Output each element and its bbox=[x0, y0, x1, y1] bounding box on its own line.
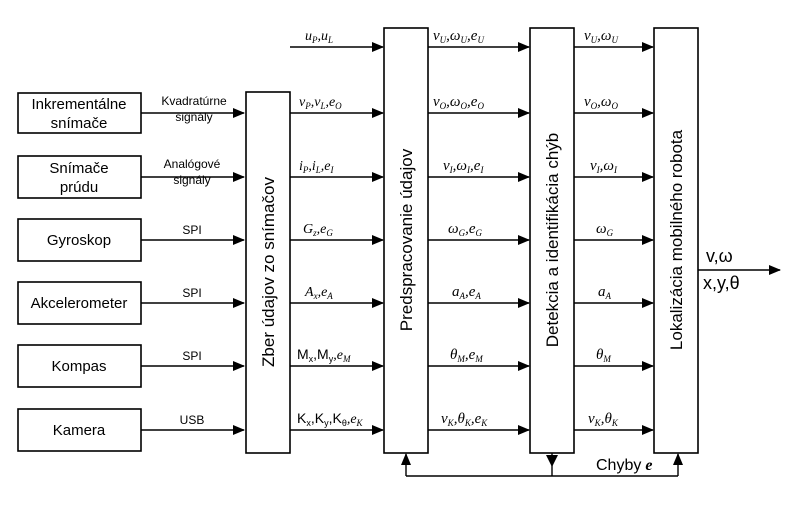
signal-wG-eG: ωG,eG bbox=[448, 221, 483, 238]
signal-thetaM: θM bbox=[596, 347, 611, 364]
signal-label-usb: USB bbox=[180, 413, 205, 427]
signal-vU-wU: vU,ωU bbox=[584, 28, 619, 45]
signal-Kx-Ky-Ktheta-eK: Kx,Ky,Kθ,eK bbox=[297, 410, 364, 428]
sensor-gyroscope-label: Gyroskop bbox=[47, 232, 111, 249]
output-position-label: x,y,θ bbox=[703, 273, 740, 293]
sensor-current-label2: prúdu bbox=[60, 179, 98, 196]
signal-label-spi-compass: SPI bbox=[182, 349, 201, 363]
sensor-accelerometer: Akcelerometer bbox=[17, 281, 142, 325]
output-velocity-label: v,ω bbox=[706, 246, 733, 266]
signal-Ax-eA: Ax,eA bbox=[304, 285, 333, 301]
collect-to-pre-arrows bbox=[290, 108, 384, 435]
signal-vI-wI-eI: vI,ωI,eI bbox=[443, 158, 484, 175]
signal-vP-vL-eO: vP,vL,eO bbox=[299, 95, 342, 111]
sensor-gyroscope: Gyroskop bbox=[17, 218, 142, 262]
signal-label-spi-acc: SPI bbox=[182, 286, 201, 300]
block-preprocessing-label: Predspracovanie údajov bbox=[397, 148, 416, 331]
detect-to-loc-arrows bbox=[574, 42, 654, 435]
signal-wG: ωG bbox=[596, 221, 614, 238]
direct-input-label: uP,uL bbox=[305, 29, 333, 45]
sensor-compass: Kompas bbox=[17, 344, 142, 388]
signal-thetaM-eM: θM,eM bbox=[450, 347, 483, 364]
sensor-arrows bbox=[141, 108, 245, 435]
block-data-collection-label: Zber údajov zo snímačov bbox=[259, 177, 278, 367]
sensor-incremental-label2: snímače bbox=[51, 115, 108, 132]
signal-Gz-eG: Gz,eG bbox=[303, 222, 333, 238]
signal-aA-eA: aA,eA bbox=[452, 284, 481, 301]
detect-output-labels: vU,ωU vO,ωO vI,ωI ωG aA θM vK,θK bbox=[584, 28, 619, 428]
feedback-down-arrowhead bbox=[546, 455, 558, 467]
signal-vI-wI: vI,ωI bbox=[590, 158, 618, 175]
block-fault-detection: Detekcia a identifikácia chýb bbox=[529, 27, 575, 454]
sensor-compass-label: Kompas bbox=[51, 358, 106, 375]
sensor-camera-label: Kamera bbox=[53, 422, 106, 439]
collect-output-labels: vP,vL,eO iP,iL,eI Gz,eG Ax,eA Mx,My,eM K… bbox=[297, 95, 364, 428]
block-data-collection: Zber údajov zo snímačov bbox=[245, 91, 291, 454]
block-preprocessing: Predspracovanie údajov bbox=[383, 27, 429, 454]
signal-vU-wU-eU: vU,ωU,eU bbox=[433, 28, 484, 45]
direct-input-signal: uP,uL bbox=[290, 29, 384, 52]
signal-vO-wO-eO: vO,ωO,eO bbox=[433, 94, 484, 111]
sensor-incremental-label1: Inkrementálne bbox=[31, 96, 126, 113]
pre-to-detect-arrows bbox=[428, 42, 530, 435]
block-localization: Lokalizácia mobilného robota bbox=[653, 27, 699, 454]
sensor-current-label1: Snímače bbox=[49, 160, 108, 177]
output-signal: v,ω x,y,θ bbox=[698, 246, 781, 293]
signal-label-quadrature-1: Kvadratúrne bbox=[161, 94, 227, 108]
sensor-current: Snímače prúdu bbox=[17, 155, 142, 199]
sensor-accelerometer-label: Akcelerometer bbox=[31, 295, 128, 312]
signal-label-quadrature-2: signály bbox=[175, 110, 212, 124]
signal-Mx-My-eM: Mx,My,eM bbox=[297, 346, 351, 364]
sensor-incremental: Inkrementálne snímače bbox=[17, 92, 142, 134]
signal-vK-thetaK: vK,θK bbox=[588, 411, 619, 428]
signal-vK-thetaK-eK: vK,θK,eK bbox=[441, 411, 488, 428]
block-localization-label: Lokalizácia mobilného robota bbox=[667, 129, 686, 350]
sensor-signal-labels: Kvadratúrne signály Analógové signály SP… bbox=[161, 94, 227, 427]
block-fault-detection-label: Detekcia a identifikácia chýb bbox=[543, 133, 562, 348]
signal-iP-iL-eI: iP,iL,eI bbox=[299, 159, 335, 175]
pre-output-labels: vU,ωU,eU vO,ωO,eO vI,ωI,eI ωG,eG aA,eA θ… bbox=[433, 28, 488, 428]
sensor-camera: Kamera bbox=[17, 408, 142, 452]
signal-label-analog-1: Analógové bbox=[164, 157, 221, 171]
signal-label-analog-2: signály bbox=[173, 173, 210, 187]
signal-aA: aA bbox=[598, 284, 612, 301]
signal-vO-wO: vO,ωO bbox=[584, 94, 619, 111]
signal-label-spi-gyro: SPI bbox=[182, 223, 201, 237]
